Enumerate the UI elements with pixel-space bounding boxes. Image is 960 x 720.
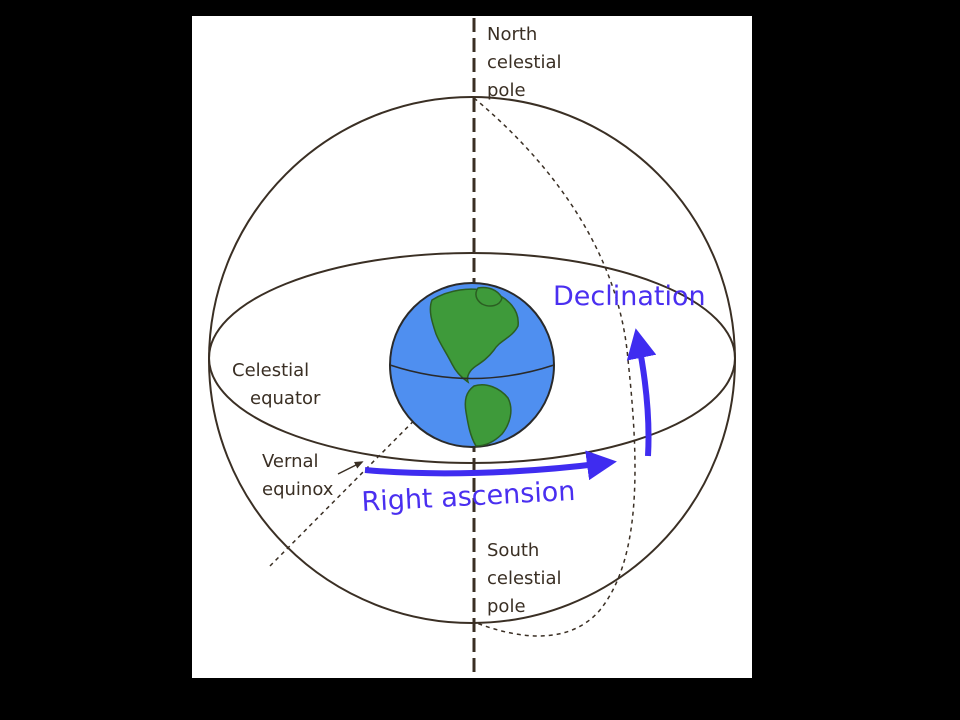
right-ascension-arrow [364,450,617,481]
declination-label: Declination [553,281,706,312]
earth-globe [389,282,555,448]
hour-circle-arc [473,97,636,637]
south-pole-label: South celestial pole [487,540,567,617]
vernal-equinox-pointer [337,461,364,475]
north-pole-label: North celestial pole [487,24,567,101]
greenland-landmass [475,286,503,307]
vernal-equinox-label: Vernal equinox [262,451,334,500]
celestial-equator-ellipse [208,252,736,464]
declination-arrow [626,328,657,457]
earth-equator-line [389,364,555,380]
celestial-equator-label: Celestial equator [232,360,321,409]
south-america-landmass [464,384,512,447]
